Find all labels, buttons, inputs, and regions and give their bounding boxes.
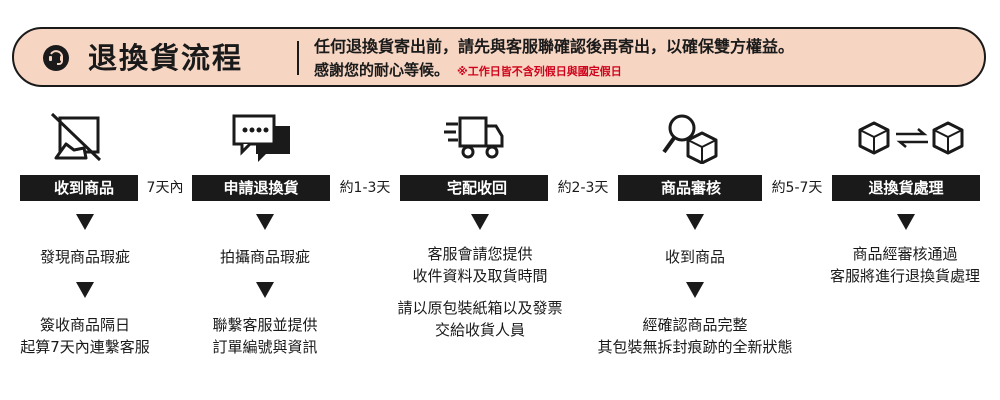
customer-service-icon bbox=[43, 45, 69, 71]
magnifier-box-icon bbox=[662, 114, 718, 164]
step-label: 申請退換貨 bbox=[223, 179, 299, 197]
step-label: 商品審核 bbox=[660, 179, 721, 197]
hand-touch-box-icon bbox=[50, 112, 102, 162]
step-detail: 商品經審核通過 客服將進行退換貨處理 bbox=[829, 245, 980, 285]
step-label: 收到商品 bbox=[53, 179, 114, 197]
step-detail: 收到商品 bbox=[664, 248, 725, 266]
chat-bubbles-icon bbox=[232, 114, 290, 162]
page-title: 退換貨流程 bbox=[88, 41, 244, 75]
header-divider bbox=[297, 41, 299, 75]
box-exchange-icon bbox=[858, 121, 964, 155]
step-detail: 聯繫客服並提供 訂單編號與資訊 bbox=[212, 316, 318, 356]
step-detail: 客服會請您提供 收件資料及取貨時間 bbox=[412, 245, 548, 285]
step-detail: 簽收商品隔日 起算7天內連繫客服 bbox=[20, 316, 150, 356]
holiday-note: ※工作日皆不含列假日與國定假日 bbox=[457, 65, 622, 78]
down-arrow-icon bbox=[76, 214, 94, 230]
down-arrow-icon bbox=[256, 282, 274, 298]
thanks-text: 感謝您的耐心等候。 bbox=[314, 61, 450, 79]
duration-label: 約2-3天 bbox=[548, 175, 618, 201]
header-banner: 退換貨流程 任何退換貨寄出前，請先與客服聯確認後再寄出，以確保雙方權益。 感謝您… bbox=[12, 27, 986, 87]
down-arrow-icon bbox=[897, 214, 915, 230]
step-label: 退換貨處理 bbox=[868, 179, 944, 197]
down-arrow-icon bbox=[686, 282, 704, 298]
step-detail: 拍攝商品瑕疵 bbox=[219, 248, 310, 266]
duration-label: 7天內 bbox=[138, 175, 192, 201]
step-detail: 發現商品瑕疵 bbox=[39, 248, 130, 266]
down-arrow-icon bbox=[471, 214, 489, 230]
down-arrow-icon bbox=[686, 214, 704, 230]
header-notice: 任何退換貨寄出前，請先與客服聯確認後再寄出，以確保雙方權益。 bbox=[314, 37, 795, 56]
down-arrow-icon bbox=[76, 282, 94, 298]
header-thanks: 感謝您的耐心等候。 ※工作日皆不含列假日與國定假日 bbox=[314, 60, 622, 82]
down-arrow-icon bbox=[256, 214, 274, 230]
delivery-truck-icon bbox=[444, 116, 504, 159]
step-label: 宅配收回 bbox=[446, 179, 507, 197]
step-detail: 經確認商品完整 其包裝無拆封痕跡的全新狀態 bbox=[597, 316, 793, 356]
step-detail: 請以原包裝紙箱以及發票 交給收貨人員 bbox=[397, 299, 563, 339]
duration-label: 約1-3天 bbox=[330, 175, 400, 201]
duration-label: 約5-7天 bbox=[762, 175, 832, 201]
